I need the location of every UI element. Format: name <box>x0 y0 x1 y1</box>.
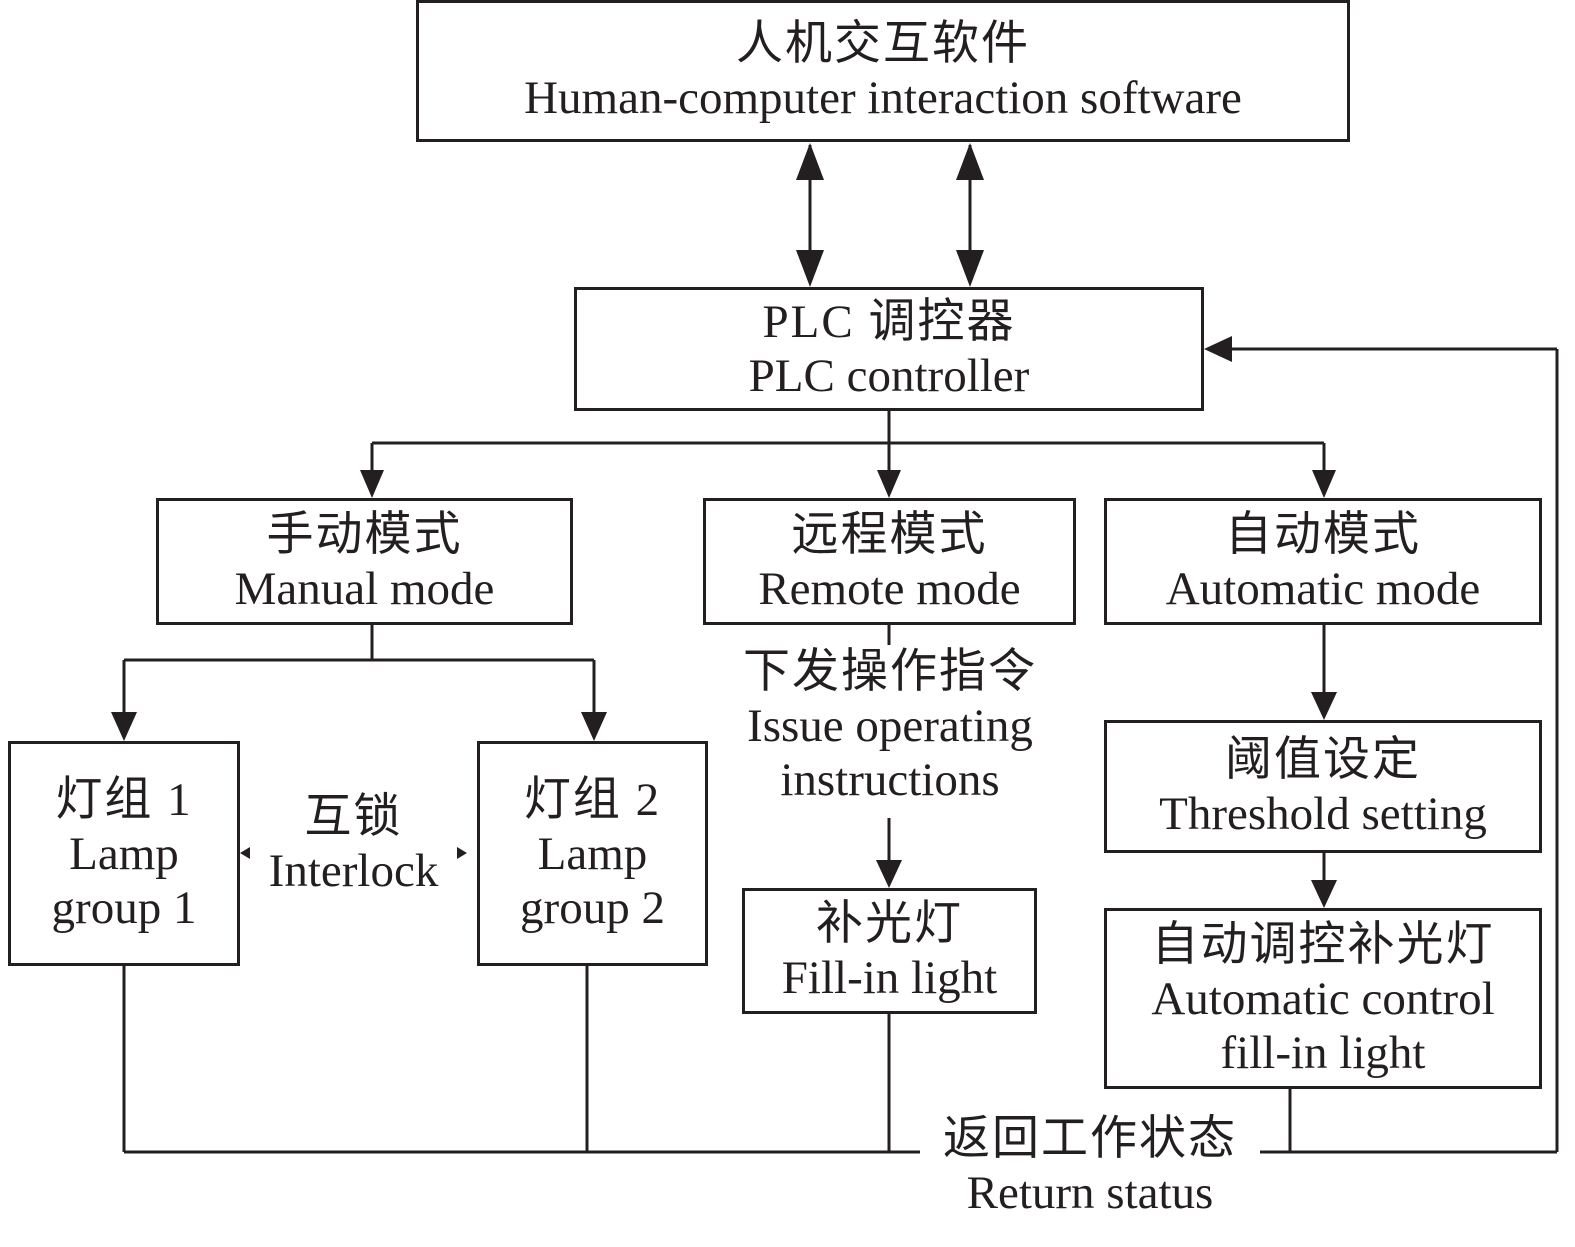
feedback-return-status-line <box>122 336 1559 1154</box>
bidirectional-arrow-hci-plc-right <box>956 143 984 287</box>
issue-instructions-zh: 下发操作指令 <box>743 646 1037 698</box>
arrow-remote-to-fill-light <box>876 624 902 888</box>
plc-controller-box: PLC 调控器 PLC controller <box>574 287 1204 411</box>
return-status-label: 返回工作状态 Return status <box>918 1112 1262 1220</box>
plc-controller-en: PLC controller <box>748 350 1030 402</box>
auto-fill-light-zh: 自动调控补光灯 <box>1151 918 1495 971</box>
automatic-mode-box: 自动模式 Automatic mode <box>1104 498 1542 625</box>
remote-mode-box: 远程模式 Remote mode <box>703 498 1076 625</box>
lamp-group-1-zh: 灯组 1 <box>55 773 193 826</box>
fill-in-light-box: 补光灯 Fill-in light <box>742 888 1037 1014</box>
interlock-label: 互锁 Interlock <box>250 790 457 898</box>
plc-controller-zh: PLC 调控器 <box>762 296 1016 348</box>
arrow-manual-to-lamps <box>111 624 607 741</box>
auto-fill-light-en1: Automatic control <box>1151 972 1495 1025</box>
auto-fill-light-en2: fill-in light <box>1220 1026 1426 1079</box>
lamp-group-2-box: 灯组 2 Lamp group 2 <box>477 741 708 966</box>
manual-mode-zh: 手动模式 <box>266 508 463 561</box>
interlock-en: Interlock <box>268 845 439 897</box>
return-status-en: Return status <box>966 1167 1214 1219</box>
fill-in-light-zh: 补光灯 <box>816 898 963 950</box>
hci-software-box: 人机交互软件 Human-computer interaction softwa… <box>416 0 1350 142</box>
threshold-setting-zh: 阈值设定 <box>1225 733 1421 786</box>
automatic-mode-en: Automatic mode <box>1165 562 1481 615</box>
hci-software-en: Human-computer interaction software <box>524 72 1242 124</box>
return-status-zh: 返回工作状态 <box>943 1113 1237 1165</box>
hci-software-zh: 人机交互软件 <box>736 18 1030 70</box>
lamp-group-1-en1: Lamp <box>69 827 179 880</box>
auto-fill-light-box: 自动调控补光灯 Automatic control fill-in light <box>1104 908 1542 1089</box>
lamp-group-2-en2: group 2 <box>520 881 665 934</box>
lamp-group-2-zh: 灯组 2 <box>523 773 662 826</box>
lamp-group-1-box: 灯组 1 Lamp group 1 <box>8 741 240 966</box>
issue-instructions-label: 下发操作指令 Issue operating instructions <box>710 645 1070 807</box>
manual-mode-box: 手动模式 Manual mode <box>156 498 573 625</box>
lamp-group-1-en2: group 1 <box>51 881 197 934</box>
lamp-group-2-en1: Lamp <box>537 827 648 880</box>
remote-mode-zh: 远程模式 <box>791 508 988 561</box>
fill-in-light-en: Fill-in light <box>781 952 998 1004</box>
arrow-automatic-to-threshold <box>1311 624 1337 720</box>
interlock-arrows <box>240 847 467 859</box>
remote-mode-en: Remote mode <box>758 562 1021 615</box>
issue-instructions-en2: instructions <box>780 754 1000 806</box>
manual-mode-en: Manual mode <box>234 562 495 615</box>
threshold-setting-box: 阈值设定 Threshold setting <box>1104 720 1542 853</box>
arrow-plc-to-modes <box>360 410 1336 498</box>
automatic-mode-zh: 自动模式 <box>1225 508 1421 561</box>
arrow-threshold-to-auto-fill <box>1311 852 1337 908</box>
interlock-zh: 互锁 <box>304 791 403 843</box>
bidirectional-arrow-hci-plc-left <box>796 143 824 287</box>
issue-instructions-en1: Issue operating <box>747 700 1033 752</box>
threshold-setting-en: Threshold setting <box>1159 787 1487 840</box>
